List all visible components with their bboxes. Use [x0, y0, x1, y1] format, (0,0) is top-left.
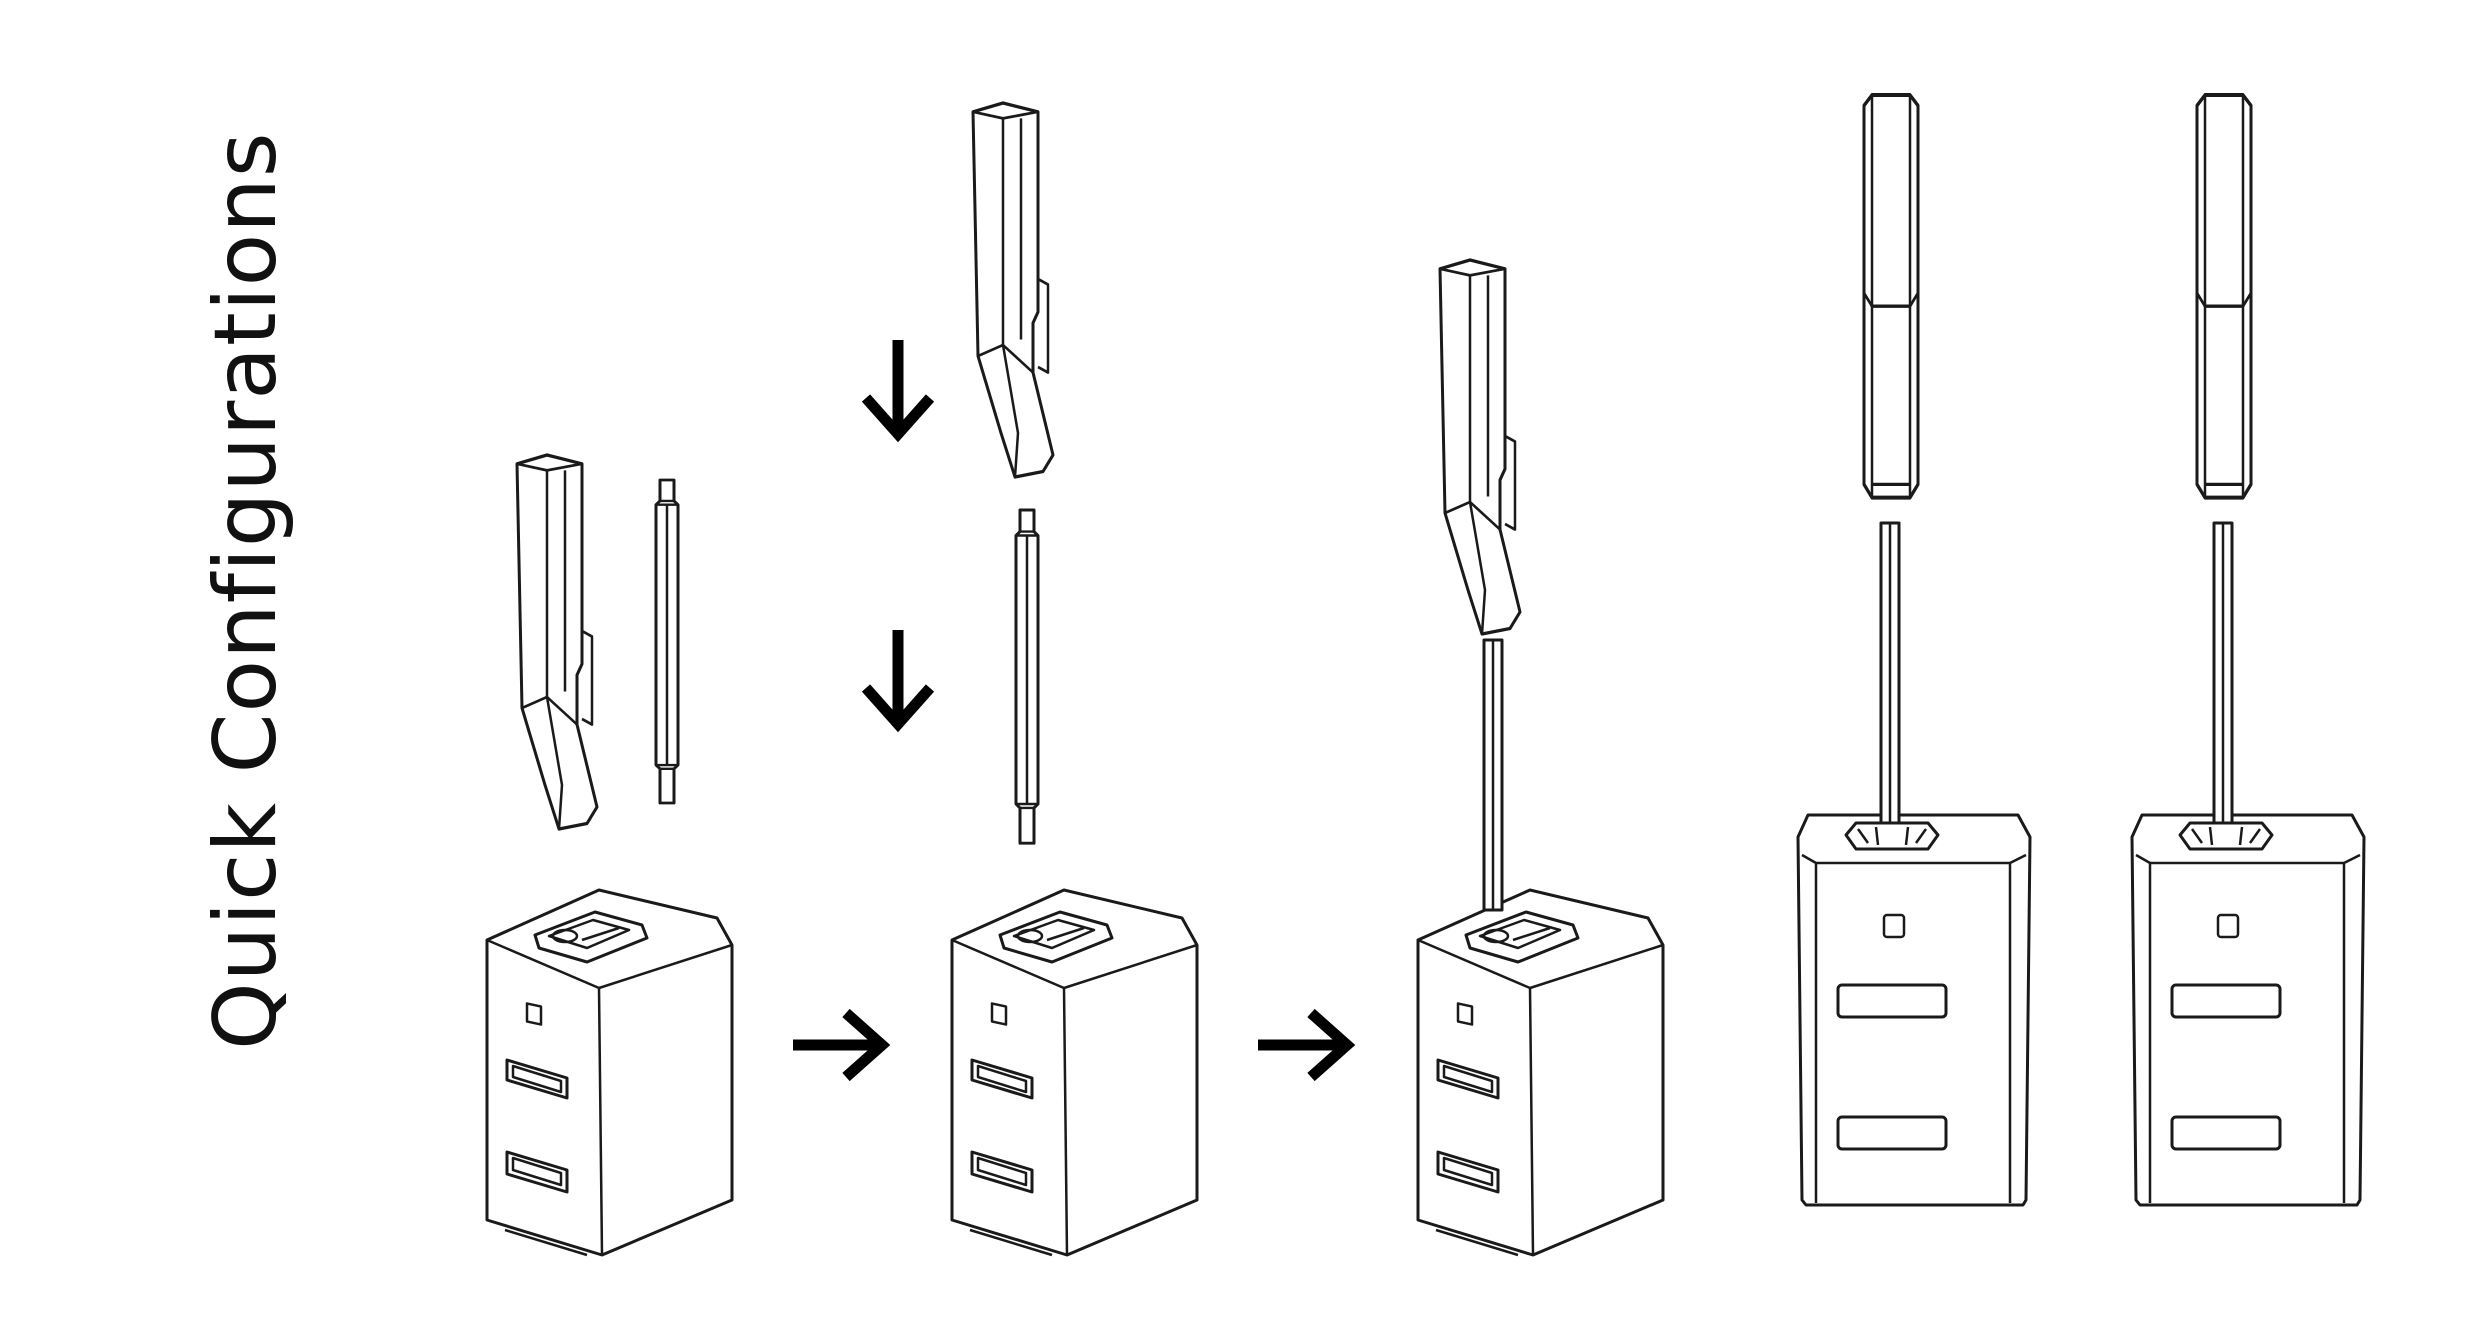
right-arrow-step-2 — [1258, 1008, 1356, 1082]
pole-1 — [654, 478, 680, 805]
column-array-1 — [515, 453, 599, 831]
pole-2 — [1014, 508, 1040, 845]
subwoofer-base-2 — [950, 888, 1199, 1257]
column-array-2 — [971, 101, 1055, 479]
down-arrow-column — [861, 340, 935, 443]
subwoofer-base-3 — [1416, 888, 1665, 1257]
step-2-insert-pole-and-column — [950, 101, 1199, 1257]
right-arrow-step-1 — [793, 1008, 891, 1082]
step-5-front-view-column — [2130, 93, 2366, 1207]
column-array-3 — [1438, 258, 1522, 636]
subwoofer-base-1 — [485, 888, 734, 1257]
step-3-assembled-tilted — [1416, 258, 1665, 1257]
column-array-5 — [2195, 93, 2253, 500]
down-arrow-pole — [861, 630, 935, 733]
subwoofer-base-5 — [2130, 813, 2366, 1207]
subwoofer-base-4 — [1796, 813, 2032, 1207]
step-1-parts-laid-out — [485, 453, 734, 1257]
step-4-front-view-column — [1796, 93, 2032, 1207]
column-array-4 — [1862, 93, 1920, 500]
